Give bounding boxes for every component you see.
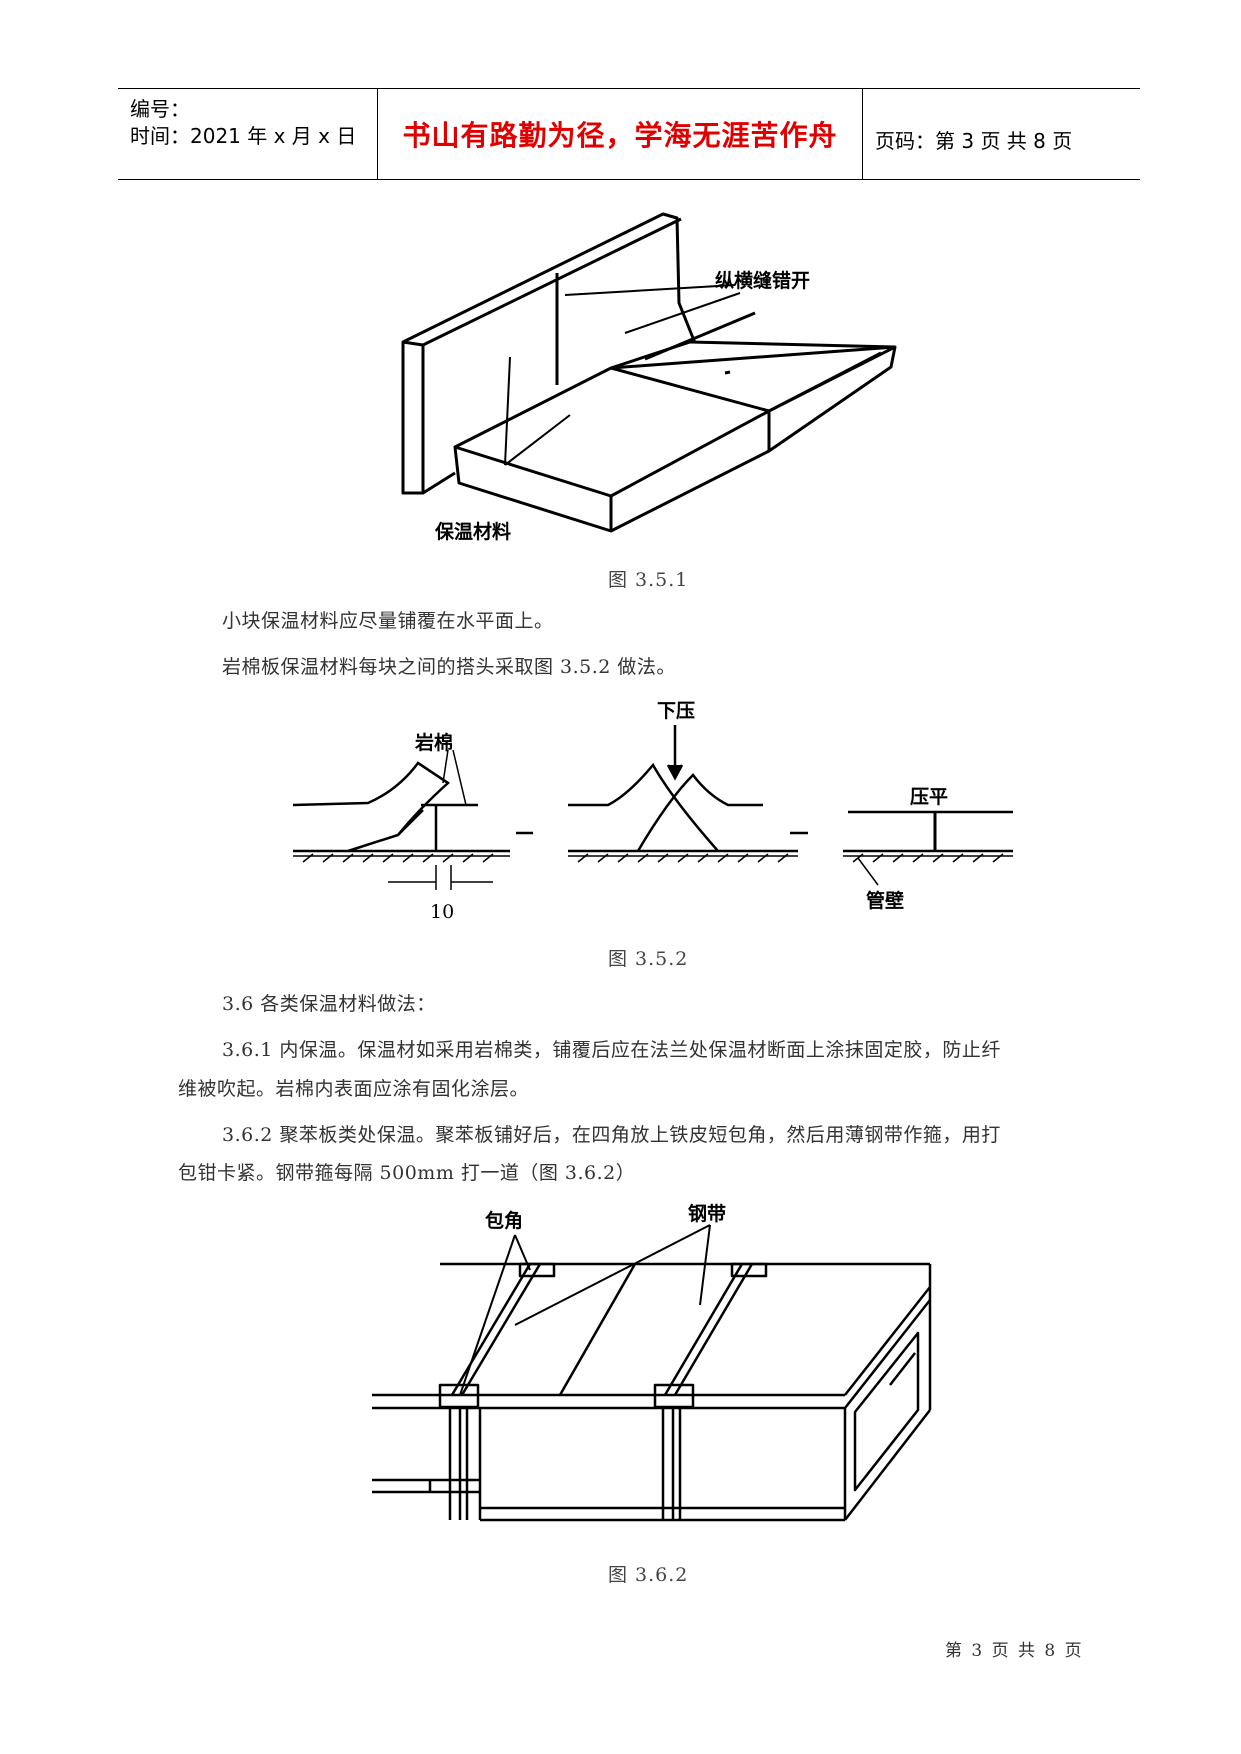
header-divider-right [862, 89, 863, 179]
paragraph-small-blocks: 小块保温材料应尽量铺覆在水平面上。 [222, 610, 554, 632]
label-press-down: 下压 [657, 700, 695, 722]
figure-caption-3-5-2: 图 3.5.2 [608, 948, 689, 970]
header-page-info: 页码：第 3 页 共 8 页 [875, 129, 1073, 153]
section-3-6-1-line2: 维被吹起。岩棉内表面应涂有固化涂层。 [178, 1078, 530, 1100]
header-divider-left [377, 89, 378, 179]
section-3-6-2-line2: 包钳卡紧。钢带箍每隔 500mm 打一道（图 3.6.2） [178, 1162, 636, 1184]
figure-caption-3-6-2: 图 3.6.2 [608, 1564, 689, 1586]
label-flatten: 压平 [910, 786, 948, 808]
figure-3-5-2-diagram: 岩棉 下压 压平 管壁 10 [292, 700, 1013, 923]
header-number-label: 编号： [130, 97, 190, 121]
label-rockwool: 岩棉 [414, 731, 453, 754]
paragraph-rockwool-joints: 岩棉板保温材料每块之间的搭头采取图 3.5.2 做法。 [222, 656, 676, 678]
figure-3-6-2-diagram: 包角 钢带 [372, 1203, 932, 1522]
figure-3-5-1-diagram: 纵横缝错开 保温材料 [401, 212, 897, 543]
footer-page-number: 第 3 页 共 8 页 [945, 1641, 1084, 1661]
header-time-label: 时间：2021 年 x 月 x 日 [130, 124, 357, 148]
label-insulation-material: 保温材料 [434, 520, 511, 543]
label-dimension-10: 10 [430, 901, 454, 923]
label-corner-piece: 包角 [485, 1209, 523, 1232]
label-joints-offset: 纵横缝错开 [715, 269, 810, 292]
label-pipe-wall: 管壁 [866, 889, 904, 912]
figure-caption-3-5-1: 图 3.5.1 [608, 569, 689, 591]
header-top-rule [118, 88, 1140, 89]
section-3-6-heading: 3.6 各类保温材料做法： [222, 993, 436, 1015]
section-3-6-2-line1: 3.6.2 聚苯板类处保温。聚苯板铺好后，在四角放上铁皮短包角，然后用薄钢带作箍… [222, 1124, 1001, 1146]
label-steel-band: 钢带 [688, 1203, 726, 1225]
section-3-6-1-line1: 3.6.1 内保温。保温材如采用岩棉类，铺覆后应在法兰处保温材断面上涂抹固定胶，… [222, 1039, 1001, 1061]
header-motto: 书山有路勤为径，学海无涯苦作舟 [402, 119, 838, 152]
header-bottom-rule [118, 179, 1140, 180]
